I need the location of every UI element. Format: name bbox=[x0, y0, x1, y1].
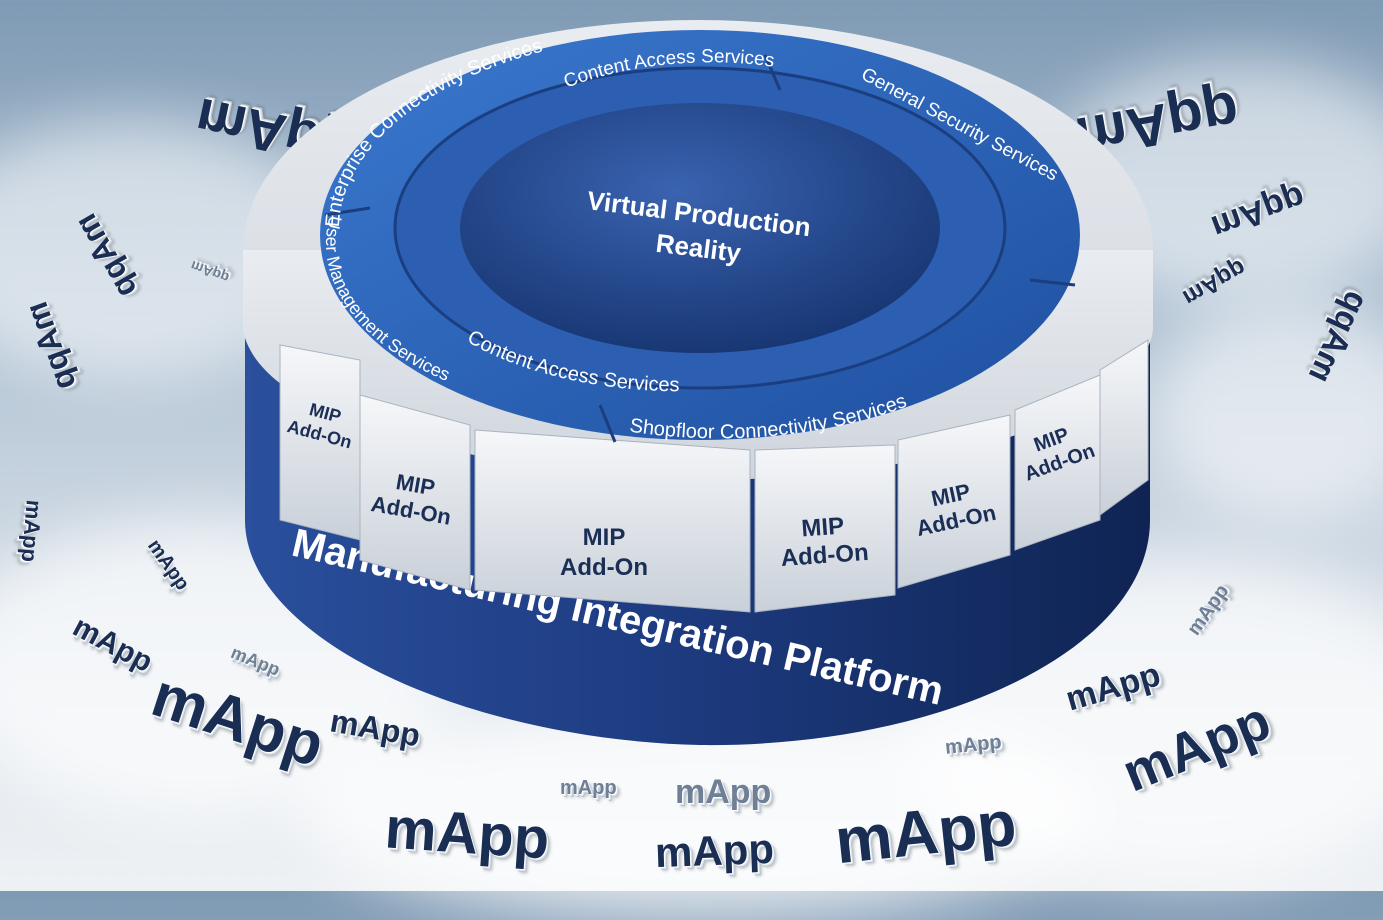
mapp-label: mApp bbox=[560, 777, 617, 799]
addon-block bbox=[474, 429, 751, 613]
platform-diagram: Manufacturing Integration Platform MIPAd… bbox=[243, 20, 1153, 746]
svg-text:MIPAdd-On: MIPAdd-On bbox=[778, 511, 870, 572]
addon-block bbox=[359, 394, 471, 591]
svg-text:MIPAdd-On: MIPAdd-On bbox=[560, 524, 648, 581]
center-disc bbox=[460, 103, 940, 353]
mapp-label: mApp bbox=[675, 773, 772, 811]
addon-block bbox=[1014, 374, 1101, 551]
addon-block bbox=[754, 444, 896, 613]
addon-blocks bbox=[279, 339, 1149, 613]
addon-block bbox=[897, 414, 1011, 589]
